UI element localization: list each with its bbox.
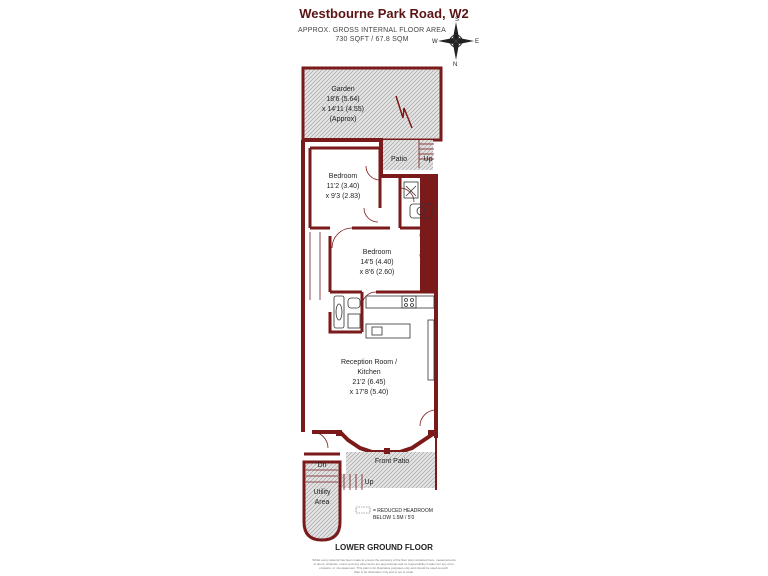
area-line-1: APPROX. GROSS INTERNAL FLOOR AREA bbox=[298, 27, 446, 34]
reception-name2: Kitchen bbox=[357, 369, 380, 376]
legend-line1: = REDUCED HEADROOM bbox=[373, 508, 433, 514]
reception-dim1: 21'2 (6.45) bbox=[352, 379, 385, 386]
bay-window bbox=[336, 430, 434, 454]
bedroom1-name: Bedroom bbox=[329, 173, 358, 180]
front-patio-up: Up bbox=[365, 479, 374, 486]
legend: = REDUCED HEADROOM BELOW 1.5M / 5'0 bbox=[355, 506, 433, 521]
disclaimer-line-2: of doors, windows, rooms and any other i… bbox=[313, 562, 455, 566]
patio-steps bbox=[418, 140, 434, 168]
garden-name: Garden bbox=[331, 86, 354, 93]
utility-dn: Dn bbox=[318, 462, 327, 469]
garden-dim1: 18'6 (5.64) bbox=[326, 96, 359, 103]
internal-stairs bbox=[309, 232, 321, 300]
legend-line2: BELOW 1.5M / 5'0 bbox=[373, 515, 414, 521]
floor-label: LOWER GROUND FLOOR bbox=[335, 543, 433, 552]
patio-up: Up bbox=[424, 156, 433, 163]
bedroom1-dim2: x 9'3 (2.83) bbox=[326, 193, 361, 200]
bedroom2-dim2: x 8'6 (2.60) bbox=[360, 269, 395, 276]
utility-name1: Utility bbox=[313, 489, 331, 496]
disclaimer-line-1: Whilst every attempt has been made to en… bbox=[312, 558, 456, 562]
patio-name: Patio bbox=[391, 156, 407, 163]
bedroom1-dim1: 11'2 (3.40) bbox=[327, 183, 360, 190]
door-swings bbox=[311, 165, 437, 449]
bedroom2-dim1: 14'5 (4.40) bbox=[360, 259, 393, 266]
front-steps bbox=[343, 474, 363, 490]
front-patio-area bbox=[346, 452, 436, 474]
utility-name2: Area bbox=[315, 499, 330, 506]
garden-note: (Approx) bbox=[330, 116, 357, 123]
garden-dim2: x 14'11 (4.55) bbox=[322, 106, 364, 113]
disclaimer-line-3: omission, or mis-statement. This plan is… bbox=[319, 566, 449, 570]
compass-e: E bbox=[475, 39, 479, 45]
compass-n: N bbox=[453, 62, 457, 68]
plan-title: Westbourne Park Road, W2 bbox=[299, 6, 469, 21]
bathroom-fixtures bbox=[333, 181, 433, 329]
area-line-2: 730 SQFT / 67.8 SQM bbox=[335, 36, 409, 43]
garden-area bbox=[301, 66, 443, 142]
compass-w: W bbox=[432, 39, 438, 45]
utility-area bbox=[302, 452, 342, 542]
reception-name1: Reception Room / bbox=[341, 359, 397, 366]
wall-right-block bbox=[420, 176, 436, 292]
kitchen-fixtures bbox=[365, 295, 435, 381]
patio-area bbox=[381, 140, 433, 170]
compass-s: S bbox=[455, 17, 459, 23]
bedroom2-name: Bedroom bbox=[363, 249, 392, 256]
reception-dim2: x 17'8 (5.40) bbox=[350, 389, 389, 396]
compass: S N W E bbox=[432, 17, 479, 68]
disclaimer-line-4: Plan is for illustration only and is not… bbox=[354, 570, 414, 574]
interior-walls bbox=[308, 146, 436, 334]
front-patio-name: Front Patio bbox=[375, 458, 409, 465]
front-patio-lower bbox=[340, 474, 436, 488]
